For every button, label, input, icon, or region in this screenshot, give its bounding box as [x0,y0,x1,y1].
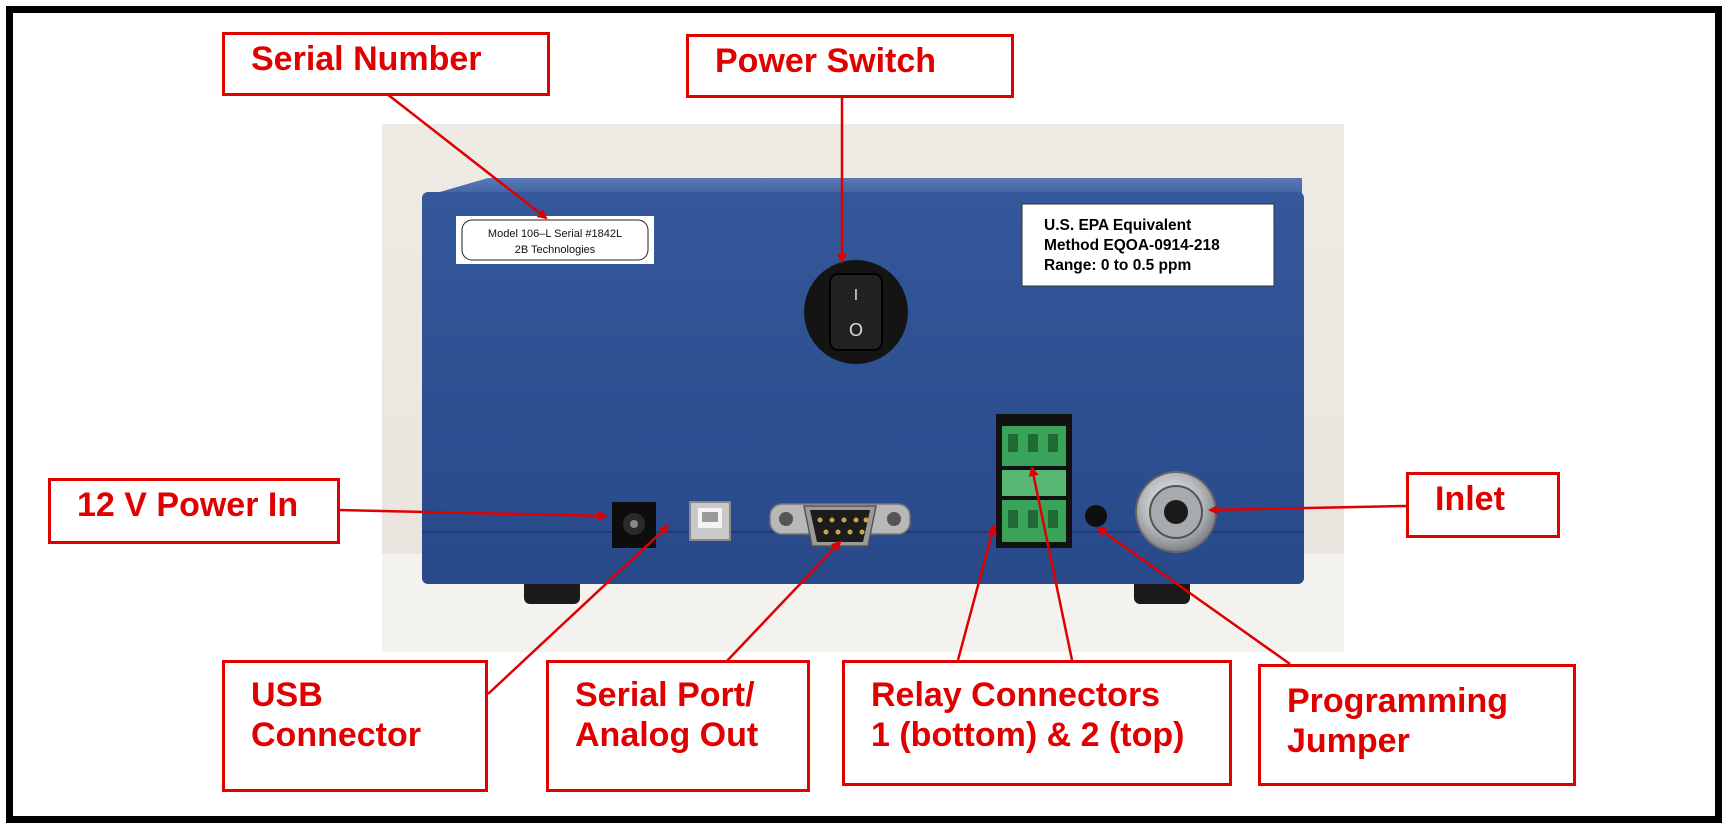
usb-port[interactable] [689,501,731,541]
callout-inlet: Inlet [1406,472,1560,538]
callout-programming-jumper: Programming Jumper [1258,664,1576,786]
switch-off-symbol: O [849,320,863,340]
programming-jumper[interactable] [1085,505,1107,527]
device-top-cover [426,178,1302,196]
device-photo: Model 106–L Serial #1842L 2B Technologie… [382,124,1344,652]
serial-port[interactable] [769,503,911,547]
serial-number-label: Model 106–L Serial #1842L 2B Technologie… [456,216,654,264]
epa-line-1: U.S. EPA Equivalent [1044,217,1191,234]
inlet-fitting[interactable] [1135,471,1217,553]
callout-serial-number: Serial Number [222,32,550,96]
power-switch[interactable]: I O [804,260,908,364]
epa-line-2: Method EQOA-0914-218 [1044,237,1220,254]
model-serial-text: Model 106–L Serial #1842L [488,228,622,240]
power-jack[interactable] [612,502,656,548]
callout-relay: Relay Connectors 1 (bottom) & 2 (top) [842,660,1232,786]
device-back-panel [422,192,1304,584]
relay-connectors[interactable] [996,414,1072,548]
epa-line-3: Range: 0 to 0.5 ppm [1044,257,1191,274]
callout-usb: USB Connector [222,660,488,792]
callout-serial-port: Serial Port/ Analog Out [546,660,810,792]
callout-power-switch: Power Switch [686,34,1014,98]
device-illustration: Model 106–L Serial #1842L 2B Technologie… [382,178,1344,652]
callout-power-in: 12 V Power In [48,478,340,544]
epa-label: U.S. EPA Equivalent Method EQOA-0914-218… [1021,203,1275,287]
manufacturer-text: 2B Technologies [515,244,596,256]
switch-on-symbol: I [854,287,858,304]
